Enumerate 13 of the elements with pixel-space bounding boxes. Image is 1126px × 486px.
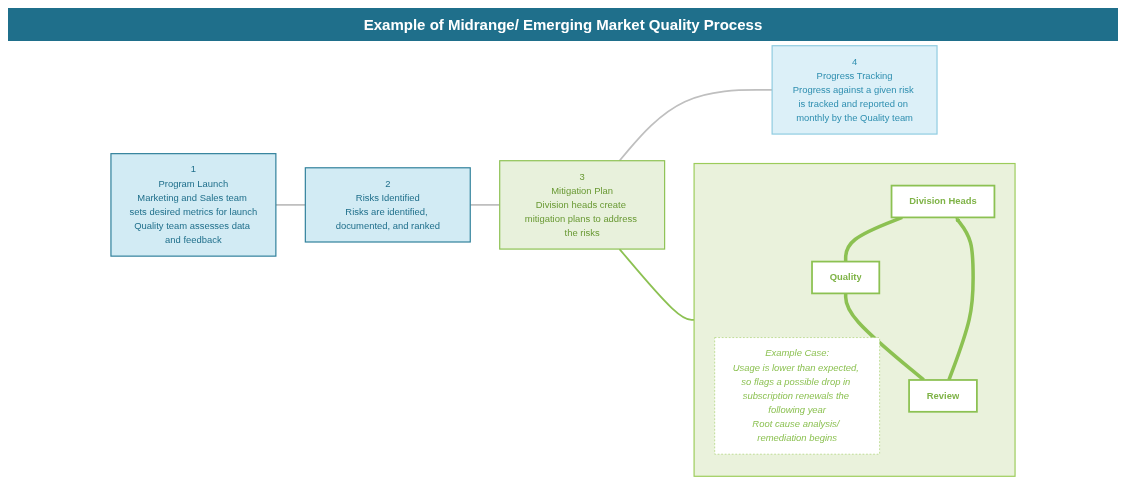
node-box: 3 Mitigation Plan Division heads create mitigation plans to address the risks [499, 160, 666, 250]
node-box: Division Heads [890, 184, 996, 219]
node-box: 1 Program Launch Marketing and Sales team sets desired metrics for launch Quality team assesses data and feedback [110, 153, 277, 257]
connector [618, 248, 695, 321]
node-box: 4 Progress Tracking Progress against a given risk is tracked and reported on monthly by the Quality team [771, 45, 938, 135]
cluster [693, 162, 1016, 477]
title-banner: Example of Midrange/ Emerging Market Quality Process [8, 8, 1118, 41]
connector [618, 89, 773, 162]
node-box: Review [908, 379, 978, 413]
node-box: Quality [811, 260, 881, 295]
arrow [947, 217, 975, 381]
node-box: 2 Risks Identified Risks are identified, documented, and ranked [304, 167, 471, 243]
node-box: Example Case: Usage is lower than expected, so flags a possible drop in subscription renewals the following year Root cause analysis/ remediation begins [714, 337, 880, 455]
